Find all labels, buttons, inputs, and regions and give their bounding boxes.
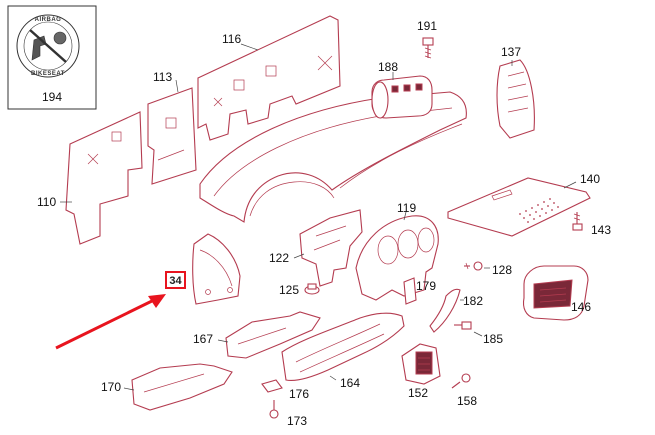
part-176-clip[interactable] xyxy=(261,379,283,393)
part-137-side-cover[interactable] xyxy=(496,59,535,139)
child-seat-icon xyxy=(29,29,67,63)
part-146-air-vent[interactable] xyxy=(522,265,589,321)
leader-170 xyxy=(123,387,135,391)
callout-125: 125 xyxy=(279,283,299,297)
part-185-screw[interactable] xyxy=(454,321,472,330)
callout-34: 34 xyxy=(169,275,182,287)
part-116-insulation-upper[interactable] xyxy=(197,15,341,141)
part-170-lower-panel[interactable] xyxy=(131,363,233,411)
part-119-cluster-housing[interactable] xyxy=(355,215,439,301)
part-164-lower-frame[interactable] xyxy=(281,312,405,382)
callout-119: 119 xyxy=(397,201,416,215)
leader-164 xyxy=(329,375,337,381)
part-125-clip[interactable] xyxy=(304,283,320,295)
callout-185: 185 xyxy=(483,332,503,346)
highlight-box xyxy=(165,271,186,289)
callout-140: 140 xyxy=(580,172,600,186)
highlighted-callout-34[interactable]: 34 xyxy=(165,271,186,289)
leader-116 xyxy=(240,43,259,51)
dashboard-carrier[interactable] xyxy=(199,91,467,223)
airbag-warning-inset[interactable]: AIRBAG BIKESEAT 194 xyxy=(7,5,97,110)
part-110-insulation-left[interactable] xyxy=(65,111,143,245)
part-191-screw[interactable] xyxy=(422,37,434,59)
leader-122 xyxy=(293,253,305,259)
callout-179: 179 xyxy=(416,279,436,293)
callout-158: 158 xyxy=(457,394,477,408)
callout-113: 113 xyxy=(153,70,172,84)
airbag-badge-top-text: AIRBAG xyxy=(35,17,62,23)
callout-176: 176 xyxy=(289,387,309,401)
leader-167 xyxy=(217,339,229,343)
part-143-screw[interactable] xyxy=(572,212,583,231)
part-34-side-trim[interactable] xyxy=(192,233,241,305)
callout-152: 152 xyxy=(408,386,428,400)
part-128-screw[interactable] xyxy=(464,261,483,271)
callout-182: 182 xyxy=(463,294,483,308)
callout-143: 143 xyxy=(591,223,611,237)
part-122-bracket[interactable] xyxy=(299,209,363,287)
part-188-airbag-module[interactable] xyxy=(371,75,433,119)
callout-191: 191 xyxy=(417,19,437,33)
vent-grille-dots xyxy=(519,198,559,223)
airbag-badge-inner-ring xyxy=(23,21,73,71)
leader-113 xyxy=(175,79,179,93)
callout-110: 110 xyxy=(37,195,56,209)
callout-164: 164 xyxy=(340,376,360,390)
callout-116: 116 xyxy=(222,32,241,46)
leader-140 xyxy=(563,181,577,189)
callout-173: 173 xyxy=(287,414,307,428)
part-158-screw[interactable] xyxy=(451,373,471,389)
part-140-lower-panel[interactable] xyxy=(447,177,591,237)
part-173-screw[interactable] xyxy=(269,400,279,419)
callout-194: 194 xyxy=(42,90,62,104)
callout-128: 128 xyxy=(492,263,512,277)
part-167-knee-panel[interactable] xyxy=(225,311,321,359)
part-182-trim-strip[interactable] xyxy=(429,288,461,333)
callout-146: 146 xyxy=(571,300,591,314)
callout-122: 122 xyxy=(269,251,289,265)
part-179-bracket[interactable] xyxy=(403,277,417,305)
callout-167: 167 xyxy=(193,332,213,346)
airbag-badge-bottom-text: BIKESEAT xyxy=(31,71,65,77)
callout-170: 170 xyxy=(101,380,121,394)
part-152-vent-housing[interactable] xyxy=(401,343,441,385)
callout-188: 188 xyxy=(378,60,398,74)
red-pointer-arrow xyxy=(55,294,166,350)
part-113-insulation-middle[interactable] xyxy=(147,87,197,185)
leader-119 xyxy=(403,211,407,221)
callout-137: 137 xyxy=(501,45,521,59)
leader-185 xyxy=(473,331,483,337)
